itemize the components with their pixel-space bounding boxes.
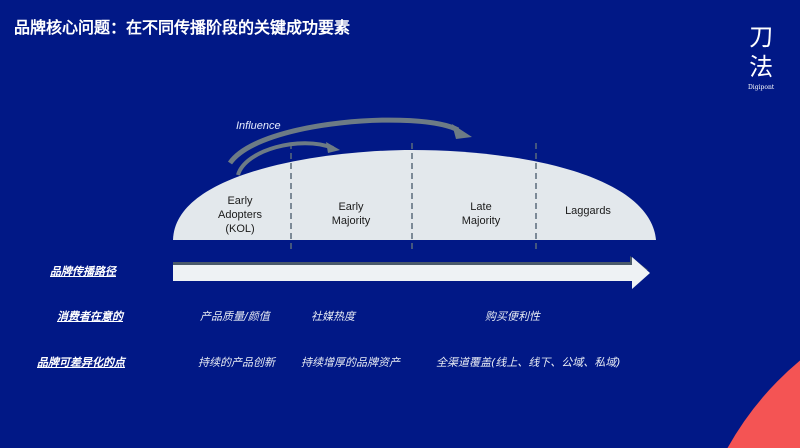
cell-omnichannel: 全渠道覆盖(线上、线下、公域、私域): [436, 356, 621, 369]
stage-line: (KOL): [225, 223, 255, 235]
influence-arc-large: [227, 117, 460, 165]
stage-late-majority: Late Majority: [441, 200, 521, 228]
row-label-consumer-cares: 消费者在意的: [57, 310, 123, 323]
stage-line: Early: [338, 201, 364, 213]
cell-brand-equity: 持续增厚的品牌资产: [301, 356, 400, 369]
arc-arrowhead-large: [452, 124, 472, 139]
cell-social-heat: 社媒热度: [311, 310, 355, 323]
stage-early-majority: Early Majority: [311, 200, 391, 228]
stage-early-adopters: Early Adopters (KOL): [200, 194, 280, 236]
slide-title: 品牌核心问题：在不同传播阶段的关键成功要素: [14, 18, 351, 37]
propagation-arrow: [173, 257, 650, 289]
influence-arcs: [227, 117, 460, 176]
stage-dividers: [290, 143, 537, 253]
cell-purchase-convenience: 购买便利性: [485, 310, 540, 323]
arc-arrowhead-small: [326, 142, 340, 153]
corner-accent-circle: [727, 360, 800, 448]
logo-char-1: 刀: [749, 23, 774, 51]
stage-laggards: Laggards: [548, 204, 628, 218]
influence-arc-small: [236, 141, 334, 176]
cell-product-innovation: 持续的产品创新: [198, 356, 275, 369]
cell-product-quality: 产品质量/颜值: [200, 310, 270, 323]
stage-line: Laggards: [565, 205, 611, 217]
stage-line: Early: [227, 195, 253, 207]
row-label-differentiation: 品牌可差异化的点: [37, 356, 125, 369]
stage-line: Late: [470, 201, 492, 213]
stage-line: Majority: [331, 215, 371, 227]
logo-subtitle: Digipont: [748, 84, 775, 91]
row-label-propagation-path: 品牌传播路径: [50, 265, 116, 278]
stage-line: Majority: [461, 215, 501, 227]
stage-line: Adopters: [217, 209, 263, 221]
arrow-shadow: [173, 256, 648, 270]
logo-char-2: 法: [749, 53, 774, 81]
brand-logo: 刀 法 Digipont: [748, 22, 774, 91]
influence-label: Influence: [236, 120, 281, 132]
